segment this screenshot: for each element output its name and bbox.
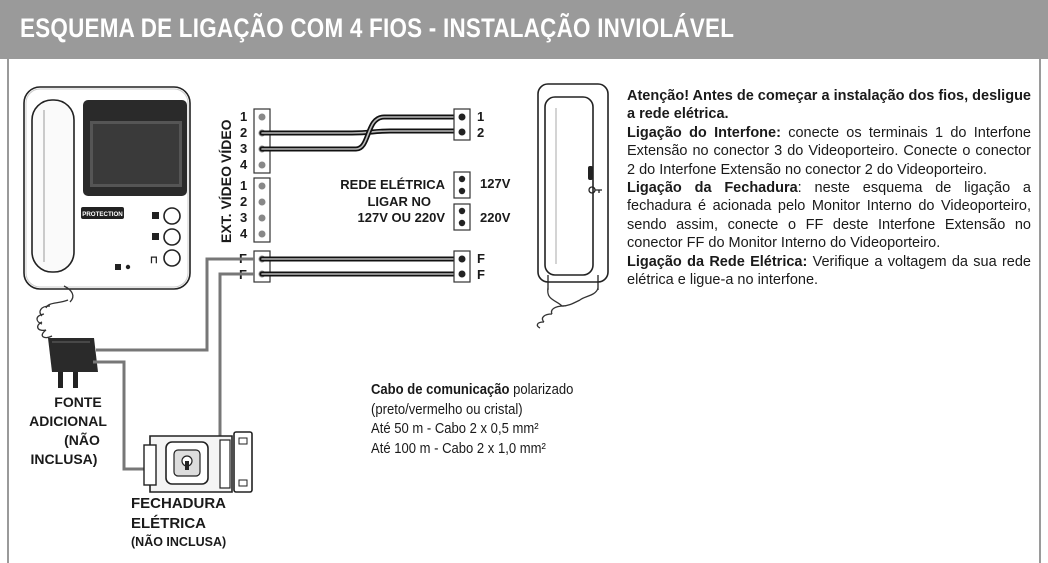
fonte-label-1: FONTE: [54, 394, 101, 410]
monitor-cord: [36, 285, 74, 339]
ff-terminal-block: [253, 250, 271, 283]
power-220v-terminal: [453, 203, 471, 231]
fonte-label-4: INCLUSA): [31, 451, 98, 467]
monitor-screen: [83, 100, 187, 196]
extension-cord: [536, 287, 599, 329]
video-terminal-1: 1: [240, 109, 247, 124]
cable-line-2: (preto/vermelho ou cristal): [371, 401, 523, 418]
video-terminal-block: [253, 108, 271, 174]
brand-logo: PROTECTION: [81, 207, 124, 219]
fechadura-label-3: (NÃO INCLUSA): [131, 534, 226, 549]
page-title: ESQUEMA DE LIGAÇÃO COM 4 FIOS - INSTALAÇ…: [20, 13, 735, 43]
ext-ff-1: F: [477, 251, 485, 266]
cable-line-4: Até 100 m - Cabo 2 x 1,0 mm²: [371, 440, 546, 457]
power-label-line-2: LIGAR NO: [367, 194, 431, 209]
content-frame: [7, 59, 1041, 563]
video-group-label: VÍDEO: [218, 119, 234, 163]
ext-video-terminal-4: 4: [240, 226, 248, 241]
ext-terminal-1: 1: [477, 109, 484, 124]
svg-text:PROTECTION: PROTECTION: [82, 211, 123, 218]
fechadura-label-2: ELÉTRICA: [131, 515, 206, 532]
power-label-line-1: REDE ELÉTRICA: [340, 177, 445, 192]
ext-ff-2: F: [477, 267, 485, 282]
video-monitor: PROTECTION ⊓: [23, 86, 191, 339]
header-bar: ESQUEMA DE LIGAÇÃO COM 4 FIOS - INSTALAÇ…: [0, 0, 1048, 59]
power-127v-terminal: [453, 171, 471, 199]
monitor-buttons: ⊓: [115, 207, 181, 270]
cable-line-1: Cabo de comunicação polarizado: [371, 381, 573, 401]
electric-lock: [143, 431, 253, 493]
instruction-rede-title: Ligação da Rede Elétrica:: [627, 253, 808, 270]
cable-line-3: Até 50 m - Cabo 2 x 0,5 mm²: [371, 421, 539, 437]
ext-pair-terminal-block: [453, 108, 471, 141]
instruction-rede: Ligação da Rede Elétrica: Verifique a vo…: [627, 253, 1031, 290]
key-icon: [588, 186, 602, 194]
cable-title: Cabo de comunicação: [371, 382, 510, 398]
fonte-label-2: ADICIONAL: [29, 413, 107, 429]
ext-video-group-label: EXT. VÍDEO: [218, 166, 234, 243]
instruction-interfone: Ligação do Interfone: conecte os termina…: [627, 124, 1031, 179]
ext-video-terminal-block: [253, 177, 271, 243]
instructions-panel: Atenção! Antes de começar a instalação d…: [627, 87, 1031, 289]
power-supply: [48, 338, 98, 388]
ext-terminal-2: 2: [477, 125, 484, 140]
ext-ff-terminal-block: [453, 250, 471, 283]
monitor-handset: [31, 99, 75, 273]
video-terminal-3: 3: [240, 141, 247, 156]
cable-title-rest: polarizado: [509, 382, 574, 398]
instruction-fechadura-title: Ligação da Fechadura: [627, 180, 798, 197]
ext-video-terminal-1: 1: [240, 178, 247, 193]
power-label-line-3: 127V OU 220V: [358, 210, 446, 225]
attention-text: Atenção! Antes de começar a instalação d…: [627, 88, 1031, 123]
ext-video-terminal-2: 2: [240, 194, 247, 209]
instruction-rede-text: Verifique a voltagem da sua rede elétric…: [627, 253, 1031, 289]
extension-interphone: [536, 83, 609, 329]
label-127v: 127V: [480, 176, 511, 191]
signal-wires: [259, 114, 464, 277]
cable-info: Cabo de comunicação polarizado (preto/ve…: [371, 381, 573, 459]
label-220v: 220V: [480, 210, 511, 225]
video-terminal-4: 4: [240, 157, 248, 172]
instruction-interfone-text: conecte os terminais 1 do Interfone Exte…: [627, 124, 1031, 178]
lock-wire: [143, 272, 254, 456]
instruction-fechadura: Ligação da Fechadura: neste esquema de l…: [627, 179, 1031, 253]
fechadura-label-1: FECHADURA: [131, 495, 226, 512]
ext-video-terminal-3: 3: [240, 210, 247, 225]
video-terminal-2: 2: [240, 125, 247, 140]
instruction-fechadura-text: : neste esquema de ligação a fechadura é…: [627, 180, 1032, 252]
svg-text:⊓: ⊓: [150, 255, 158, 266]
attention-note: Atenção! Antes de começar a instalação d…: [627, 87, 1031, 124]
fonte-label-3: (NÃO: [64, 431, 100, 448]
instruction-interfone-title: Ligação do Interfone:: [627, 124, 781, 141]
